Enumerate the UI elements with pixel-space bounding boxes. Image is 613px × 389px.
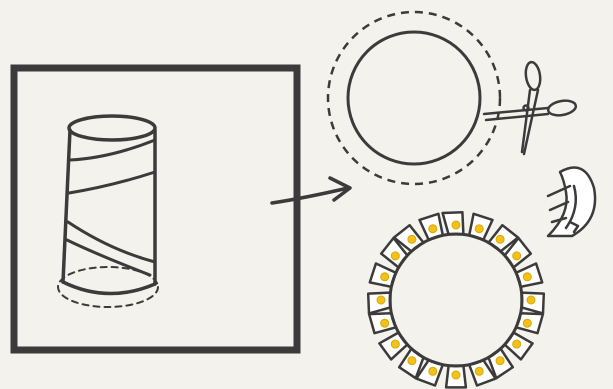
ring-tab-dot xyxy=(408,357,416,365)
ring-tab-dot xyxy=(381,273,389,281)
ring-tab-dot xyxy=(523,319,531,327)
ring-tab-dot xyxy=(381,319,389,327)
ring-tab-dot xyxy=(523,273,531,281)
curl-icon xyxy=(548,168,595,236)
ring-tab-dot xyxy=(475,367,483,375)
tube-top-rim xyxy=(69,116,155,140)
scissors-icon xyxy=(484,61,577,154)
ring-tab-dot xyxy=(391,252,399,260)
ring-tab-dot xyxy=(377,296,385,304)
ring-tab-dot xyxy=(452,221,460,229)
traced-circle-step xyxy=(328,12,500,184)
ring-tab-dot xyxy=(391,340,399,348)
ring-tab-dot xyxy=(527,296,535,304)
tube-spiral-seam-low2 xyxy=(68,222,155,262)
ring-tab-dot xyxy=(408,235,416,243)
tube-spiral-seam-top xyxy=(70,140,155,160)
ring-tab-dot xyxy=(429,225,437,233)
dashed-cut-line xyxy=(328,12,500,184)
ring-tab-dot xyxy=(496,357,504,365)
arrow-right-icon xyxy=(272,178,350,203)
ring-tab-dot xyxy=(513,340,521,348)
ring-tab-dot xyxy=(452,371,460,379)
ring-tab-dot xyxy=(475,225,483,233)
tube-bottom-rim xyxy=(63,282,155,294)
ring-tab-dot xyxy=(513,252,521,260)
cardboard-tube-icon xyxy=(58,116,158,307)
traced-circle xyxy=(348,32,480,164)
ring-tab-dot xyxy=(429,367,437,375)
ring-inner-circle xyxy=(390,234,522,366)
ring-tab-dot xyxy=(496,235,504,243)
tube-spiral-seam-mid xyxy=(69,172,155,193)
fringed-ring-step xyxy=(368,212,544,387)
tube-panel xyxy=(14,68,297,350)
